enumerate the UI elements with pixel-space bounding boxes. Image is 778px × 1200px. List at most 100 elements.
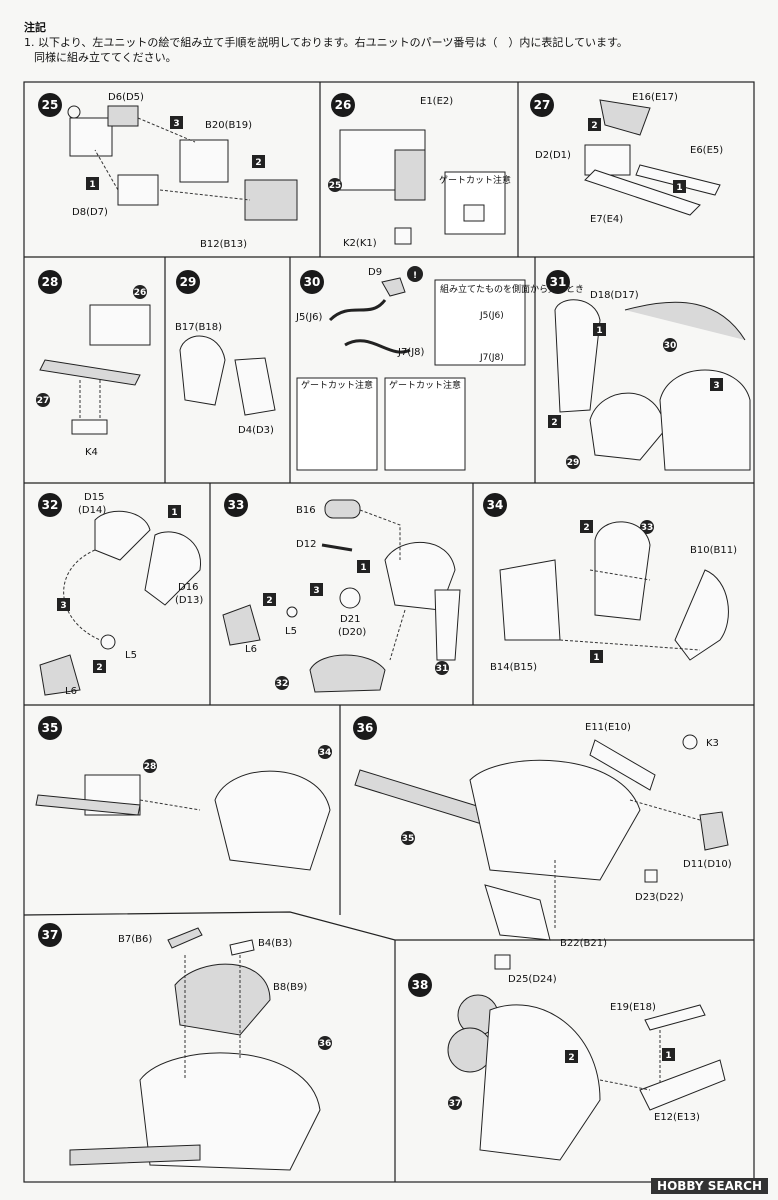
svg-text:33: 33 bbox=[641, 523, 654, 533]
svg-text:1: 1 bbox=[360, 563, 366, 573]
svg-text:D18(D17): D18(D17) bbox=[590, 290, 639, 301]
svg-text:!: ! bbox=[413, 271, 417, 281]
svg-text:ゲートカット注意: ゲートカット注意 bbox=[389, 379, 461, 391]
svg-text:B7(B6): B7(B6) bbox=[118, 934, 152, 945]
svg-text:27: 27 bbox=[37, 396, 50, 406]
svg-text:34: 34 bbox=[319, 748, 332, 758]
svg-text:36: 36 bbox=[319, 1039, 332, 1049]
svg-text:1: 1 bbox=[676, 183, 682, 193]
svg-text:1: 1 bbox=[171, 508, 177, 518]
svg-text:J5(J6): J5(J6) bbox=[295, 312, 323, 323]
svg-text:1: 1 bbox=[89, 180, 95, 190]
svg-text:E11(E10): E11(E10) bbox=[585, 722, 631, 733]
svg-text:D16: D16 bbox=[178, 582, 198, 593]
step-35: 35 28 34 bbox=[35, 716, 332, 871]
svg-text:2: 2 bbox=[583, 523, 589, 533]
svg-text:K3: K3 bbox=[706, 738, 719, 749]
svg-text:3: 3 bbox=[60, 601, 66, 611]
svg-text:E1(E2): E1(E2) bbox=[420, 96, 453, 107]
instruction-note: 注記 1. 以下より、左ユニットの絵で組み立て手順を説明しております。右ユニット… bbox=[24, 20, 754, 65]
svg-text:D25(D24): D25(D24) bbox=[508, 974, 557, 985]
svg-text:2: 2 bbox=[266, 596, 272, 606]
svg-text:3: 3 bbox=[313, 586, 319, 596]
step-27: 27 E16(E17) D2(D1) E6(E5) E7(E4) 2 1 bbox=[530, 92, 723, 225]
svg-text:D2(D1): D2(D1) bbox=[535, 150, 571, 161]
svg-text:2: 2 bbox=[591, 121, 597, 131]
step-28: 28 26 27 K4 bbox=[36, 270, 151, 458]
svg-text:27: 27 bbox=[534, 98, 551, 112]
svg-text:J7(J8): J7(J8) bbox=[479, 353, 504, 363]
svg-text:34: 34 bbox=[487, 498, 504, 512]
svg-text:25: 25 bbox=[329, 181, 342, 191]
svg-text:D6(D5): D6(D5) bbox=[108, 92, 144, 103]
svg-text:B17(B18): B17(B18) bbox=[175, 322, 222, 333]
hobby-search-watermark: HOBBY SEARCH bbox=[651, 1178, 768, 1194]
svg-text:B20(B19): B20(B19) bbox=[205, 120, 252, 131]
svg-text:K2(K1): K2(K1) bbox=[343, 238, 377, 249]
step-29: 29 B17(B18) D4(D3) bbox=[175, 270, 276, 436]
svg-text:ゲートカット注意: ゲートカット注意 bbox=[301, 379, 373, 391]
svg-text:3: 3 bbox=[173, 119, 179, 129]
svg-text:D23(D22): D23(D22) bbox=[635, 892, 684, 903]
step-30: 30 D9 J5(J6) J7(J8) ゲートカット注意 ゲートカット注意 ! … bbox=[295, 266, 584, 471]
svg-text:D12: D12 bbox=[296, 539, 316, 550]
svg-text:2: 2 bbox=[96, 663, 102, 673]
svg-text:E12(E13): E12(E13) bbox=[654, 1112, 700, 1123]
step-34: 34 33 B10(B11) B14(B15) 2 1 bbox=[483, 493, 737, 673]
gate-icon bbox=[67, 105, 81, 119]
svg-text:D9: D9 bbox=[368, 267, 382, 278]
svg-text:25: 25 bbox=[42, 98, 59, 112]
step-31: 31 D18(D17) 30 29 1 2 3 bbox=[546, 270, 751, 471]
svg-text:ゲートカット注意: ゲートカット注意 bbox=[439, 174, 511, 186]
svg-text:(D14): (D14) bbox=[78, 505, 106, 516]
svg-text:K4: K4 bbox=[85, 447, 98, 458]
svg-text:B12(B13): B12(B13) bbox=[200, 239, 247, 250]
svg-text:2: 2 bbox=[568, 1053, 574, 1063]
svg-text:B22(B21): B22(B21) bbox=[560, 938, 607, 949]
svg-text:26: 26 bbox=[335, 98, 352, 112]
svg-text:B4(B3): B4(B3) bbox=[258, 938, 292, 949]
svg-text:35: 35 bbox=[402, 834, 415, 844]
svg-text:J5(J6): J5(J6) bbox=[479, 311, 504, 321]
svg-text:E16(E17): E16(E17) bbox=[632, 92, 678, 103]
svg-text:1: 1 bbox=[593, 653, 599, 663]
svg-text:D21: D21 bbox=[340, 614, 360, 625]
svg-text:D8(D7): D8(D7) bbox=[72, 207, 108, 218]
svg-text:(D20): (D20) bbox=[338, 627, 366, 638]
svg-text:D11(D10): D11(D10) bbox=[683, 859, 732, 870]
svg-text:37: 37 bbox=[449, 1099, 462, 1109]
svg-text:2: 2 bbox=[551, 418, 557, 428]
svg-text:E19(E18): E19(E18) bbox=[610, 1002, 656, 1013]
step-37: 37 B7(B6) B4(B3) B8(B9) 36 bbox=[38, 923, 332, 1171]
svg-text:2: 2 bbox=[255, 158, 261, 168]
svg-text:29: 29 bbox=[567, 458, 580, 468]
svg-text:31: 31 bbox=[436, 664, 449, 674]
svg-text:26: 26 bbox=[134, 288, 147, 298]
step-33: 33 B16 D12 D21 (D20) L5 L6 31 32 1 2 3 bbox=[222, 493, 461, 693]
step-32: 32 D15 (D14) D16 (D13) L5 L6 1 2 3 bbox=[38, 492, 203, 697]
sheet-frame bbox=[23, 81, 755, 1183]
step-38: 38 E19(E18) 37 E12(E13) 2 1 bbox=[408, 973, 726, 1161]
svg-text:36: 36 bbox=[357, 721, 374, 735]
svg-text:29: 29 bbox=[180, 275, 197, 289]
note-line-2: 同様に組み立ててください。 bbox=[34, 51, 177, 64]
svg-text:28: 28 bbox=[144, 762, 157, 772]
step-36: 36 E11(E10) K3 D11(D10) 35 D23(D22) B22(… bbox=[353, 716, 732, 985]
note-line-1: 1. 以下より、左ユニットの絵で組み立て手順を説明しております。右ユニットのパー… bbox=[24, 36, 628, 49]
svg-text:30: 30 bbox=[304, 275, 321, 289]
svg-text:J7(J8): J7(J8) bbox=[397, 347, 425, 358]
svg-text:37: 37 bbox=[42, 928, 59, 942]
svg-text:3: 3 bbox=[713, 381, 719, 391]
step-26: 26 E1(E2) 25 K2(K1) ゲートカット注意 bbox=[328, 93, 511, 249]
svg-text:1: 1 bbox=[665, 1051, 671, 1061]
svg-text:L6: L6 bbox=[245, 644, 257, 655]
svg-text:B16: B16 bbox=[296, 505, 316, 516]
svg-text:33: 33 bbox=[228, 498, 245, 512]
svg-text:30: 30 bbox=[664, 341, 677, 351]
svg-text:B10(B11): B10(B11) bbox=[690, 545, 737, 556]
svg-text:38: 38 bbox=[412, 978, 429, 992]
svg-text:B8(B9): B8(B9) bbox=[273, 982, 307, 993]
svg-text:L6: L6 bbox=[65, 686, 77, 697]
svg-text:28: 28 bbox=[42, 275, 59, 289]
